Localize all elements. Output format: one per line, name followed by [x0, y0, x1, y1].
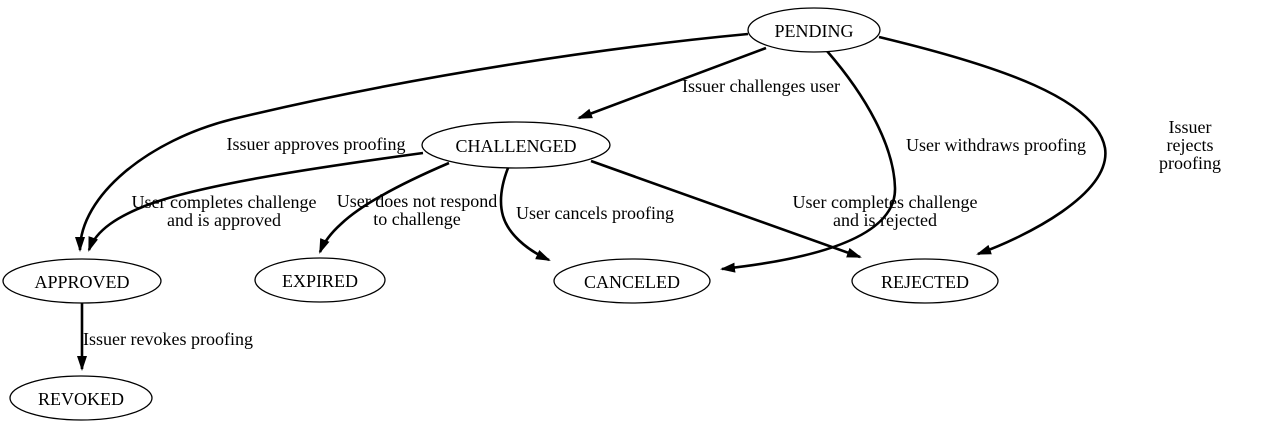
- node-challenged-ellipse: [421, 121, 611, 169]
- edge-label-issuer-approves-proofing: Issuer approves proofing: [226, 134, 406, 154]
- node-approved-label: APPROVED: [34, 272, 130, 292]
- edge-pending-challenged: [577, 46, 767, 120]
- edge-label-completes-approved: User completes challenge and is approved: [131, 192, 317, 230]
- node-canceled-label: CANCELED: [584, 272, 680, 292]
- edge-label-issuer-challenges-user: Issuer challenges user: [682, 76, 840, 96]
- edge-pending-rejected: [878, 35, 1107, 256]
- node-pending-ellipse: [747, 7, 881, 53]
- node-rejected-label: REJECTED: [881, 272, 969, 292]
- edge-challenged-canceled: [499, 167, 551, 262]
- node-expired-ellipse: [254, 257, 386, 303]
- node-canceled-ellipse: [553, 258, 711, 304]
- node-pending-label: PENDING: [774, 21, 854, 41]
- node-approved-ellipse: [2, 258, 162, 304]
- edge-pending-approved: [75, 32, 749, 252]
- edge-pending-canceled: [720, 50, 897, 273]
- edge-label-user-cancels-proofing: User cancels proofing: [516, 203, 674, 223]
- node-revoked-label: REVOKED: [38, 389, 124, 409]
- edge-challenged-rejected: [590, 159, 862, 259]
- node-challenged-label: CHALLENGED: [455, 136, 577, 156]
- edge-label-issuer-rejects-proofing: Issuer rejects proofing: [1159, 117, 1221, 173]
- edge-label-completes-rejected: User completes challenge and is rejected: [792, 192, 978, 230]
- edge-label-issuer-revokes-proofing: Issuer revokes proofing: [83, 329, 253, 349]
- edge-challenged-approved: [87, 151, 424, 252]
- node-rejected-ellipse: [851, 258, 999, 304]
- node-revoked-ellipse: [9, 375, 153, 421]
- edge-challenged-expired: [318, 161, 450, 254]
- edge-label-user-withdraws-proofing: User withdraws proofing: [906, 135, 1086, 155]
- node-expired-label: EXPIRED: [282, 271, 358, 291]
- edge-label-does-not-respond: User does not respond to challenge: [336, 191, 498, 229]
